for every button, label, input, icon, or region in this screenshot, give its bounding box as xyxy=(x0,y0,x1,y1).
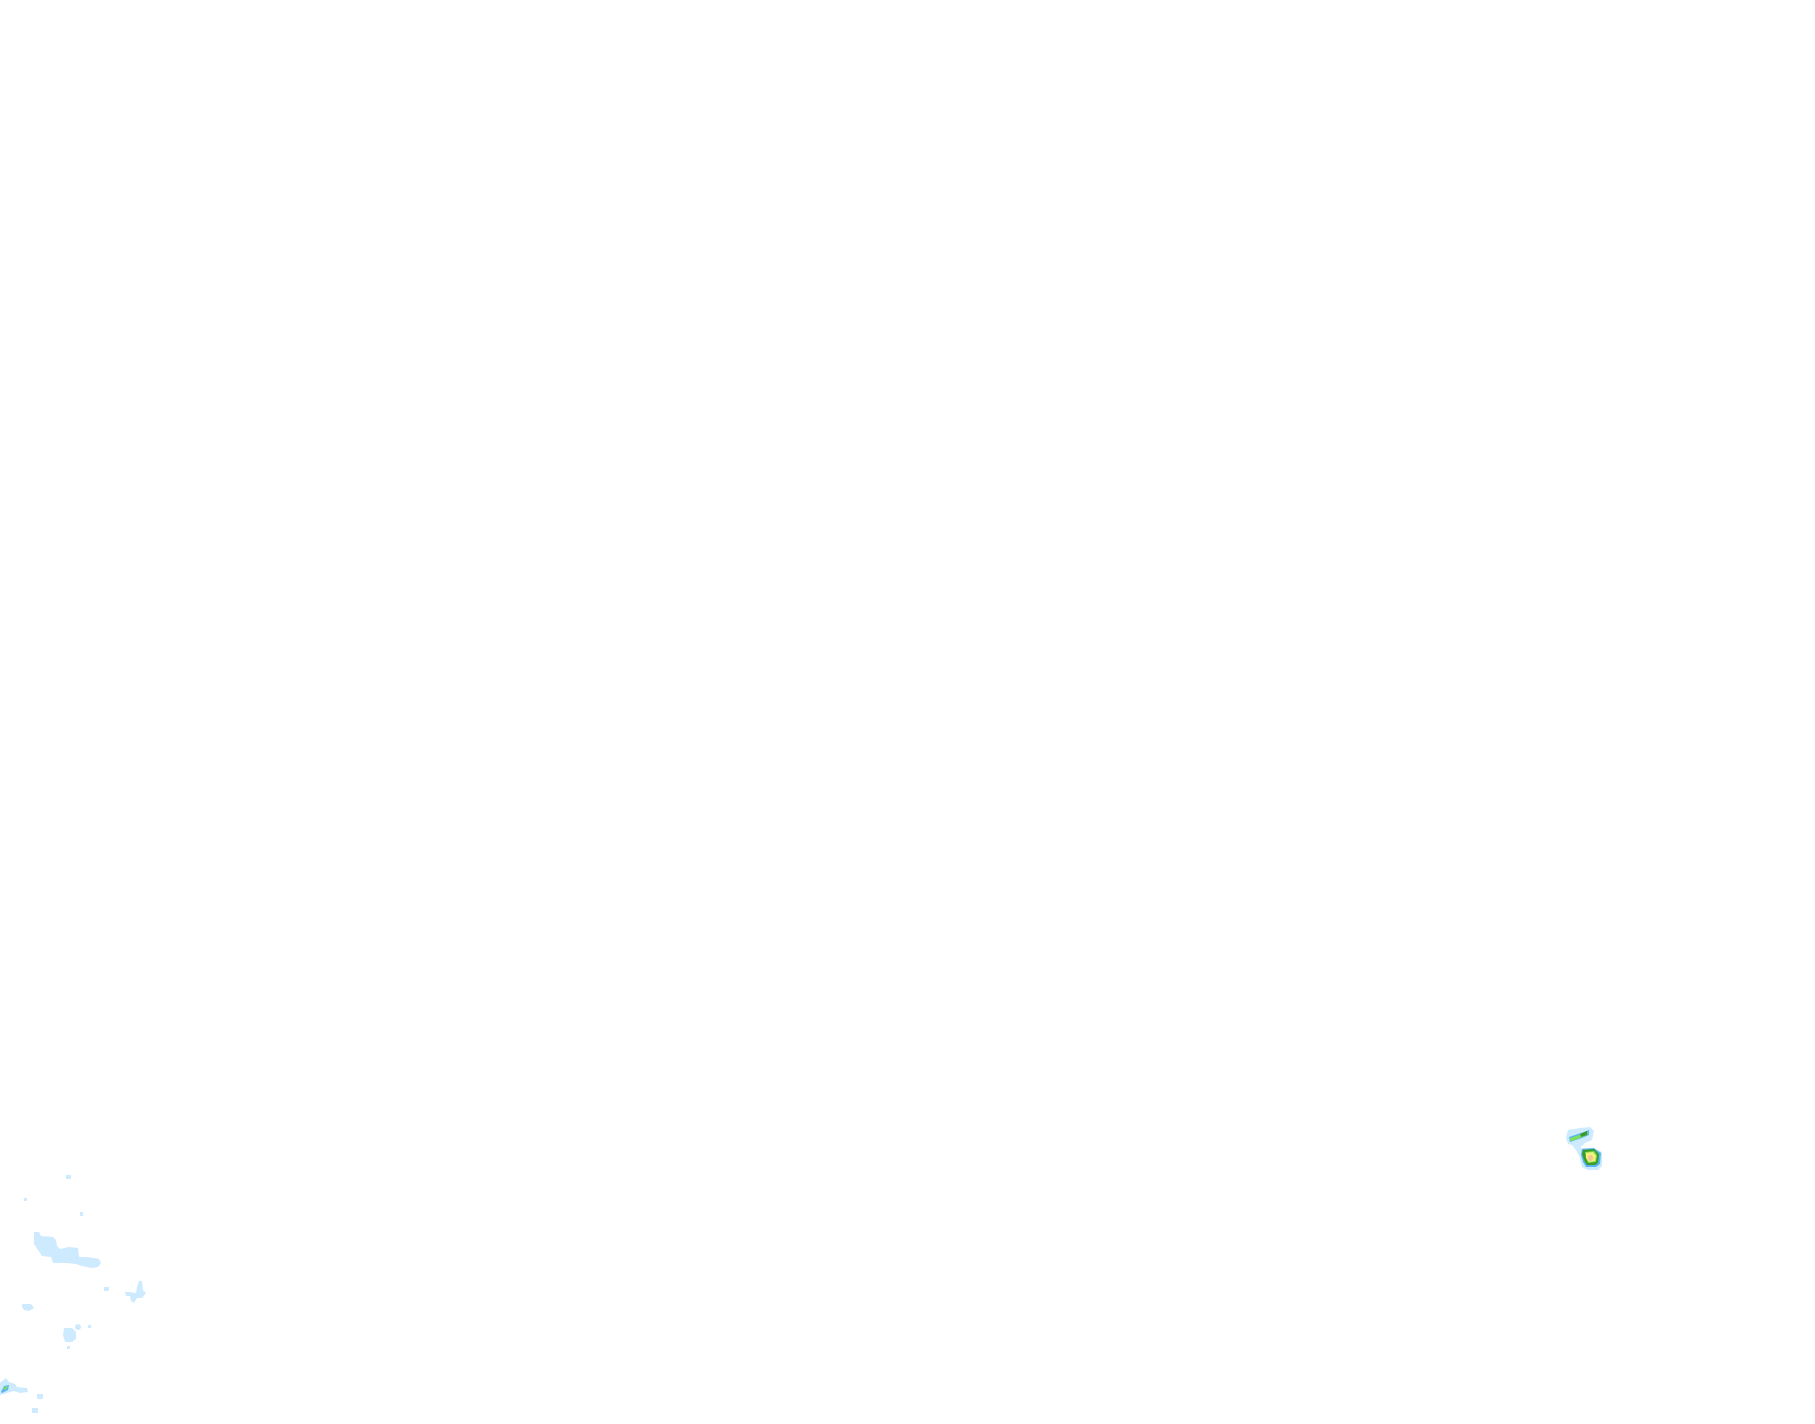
precip-core xyxy=(3,1386,8,1390)
precip-moderate-cell-left xyxy=(1,1385,9,1393)
precip-cell xyxy=(37,1394,43,1399)
precip-cell xyxy=(67,1346,70,1349)
precip-cell xyxy=(34,1232,101,1268)
precip-cell xyxy=(125,1281,146,1303)
precip-streak-core xyxy=(1580,1131,1587,1137)
precip-cell xyxy=(0,1378,28,1395)
precip-cell xyxy=(75,1324,81,1330)
storm-cells-right xyxy=(1566,1127,1602,1170)
precip-light-cells xyxy=(0,1175,146,1413)
storm-cell-core xyxy=(1588,1155,1593,1161)
precip-cell xyxy=(32,1408,38,1413)
precip-cell xyxy=(22,1304,34,1311)
precip-cell xyxy=(66,1175,71,1179)
precip-cell xyxy=(88,1325,91,1328)
precip-cell xyxy=(63,1328,76,1342)
precip-cell xyxy=(104,1287,109,1291)
precip-cell xyxy=(80,1212,83,1216)
precip-cell xyxy=(24,1198,27,1201)
